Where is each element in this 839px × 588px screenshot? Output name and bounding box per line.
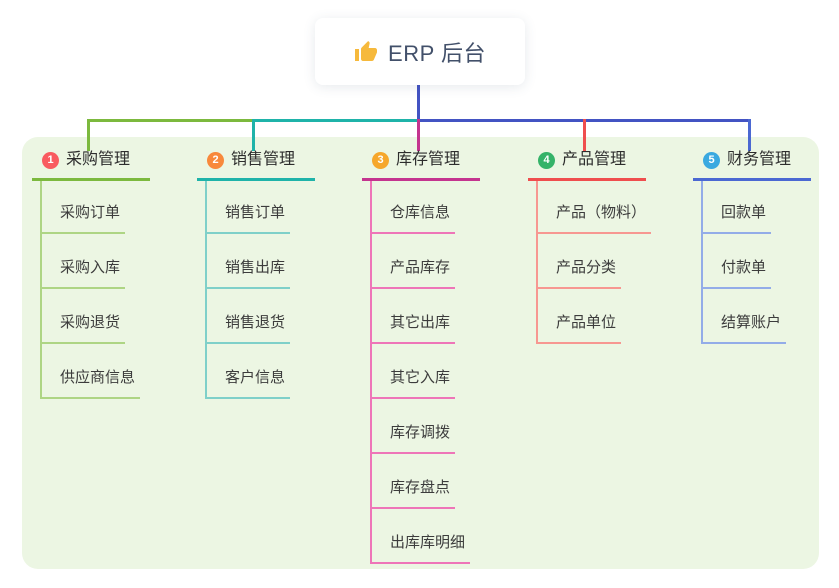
- branch-number-badge: 3: [372, 151, 389, 169]
- child-node-付款单[interactable]: 付款单: [703, 257, 772, 289]
- child-node-销售订单[interactable]: 销售订单: [207, 202, 291, 234]
- child-node-其它出库[interactable]: 其它出库: [372, 312, 456, 344]
- branch-children: 采购订单采购入库采购退货供应商信息: [40, 181, 182, 399]
- child-node-客户信息[interactable]: 客户信息: [207, 367, 291, 399]
- branch-number-badge: 4: [538, 151, 555, 169]
- branch-drop-line: [416, 119, 420, 151]
- child-node-库存盘点[interactable]: 库存盘点: [372, 477, 456, 509]
- child-node-产品库存[interactable]: 产品库存: [372, 257, 456, 289]
- child-node-出库库明细[interactable]: 出库库明细: [372, 532, 471, 564]
- child-node-产品单位[interactable]: 产品单位: [538, 312, 622, 344]
- branch-drop-line: [251, 119, 255, 151]
- branch-number-badge: 2: [207, 151, 224, 169]
- branch-label: 产品管理: [562, 151, 627, 168]
- branch-column: 4 产品管理产品（物料） 产品分类产品单位: [528, 150, 678, 344]
- branch-column: 5 财务管理回款单付款单结算账户: [693, 150, 839, 344]
- child-node-采购入库[interactable]: 采购入库: [42, 257, 126, 289]
- branch-drop-line: [86, 119, 90, 151]
- branch-node-财务管理[interactable]: 5 财务管理: [693, 150, 811, 181]
- child-node-供应商信息[interactable]: 供应商信息: [42, 367, 141, 399]
- child-node-产品分类[interactable]: 产品分类: [538, 257, 622, 289]
- branch-children: 产品（物料） 产品分类产品单位: [536, 181, 678, 344]
- branch-node-销售管理[interactable]: 2 销售管理: [197, 150, 315, 181]
- branch-children: 回款单付款单结算账户: [701, 181, 839, 344]
- child-node-采购订单[interactable]: 采购订单: [42, 202, 126, 234]
- child-node-回款单[interactable]: 回款单: [703, 202, 772, 234]
- branch-label: 销售管理: [231, 151, 296, 168]
- child-node-采购退货[interactable]: 采购退货: [42, 312, 126, 344]
- branch-label: 库存管理: [396, 151, 461, 168]
- branch-column: 2 销售管理销售订单销售出库销售退货客户信息: [197, 150, 347, 399]
- branch-node-库存管理[interactable]: 3 库存管理: [362, 150, 480, 181]
- branch-children: 销售订单销售出库销售退货客户信息: [205, 181, 347, 399]
- root-node-title: ERP 后台: [388, 40, 486, 66]
- branches-background-panel: [22, 137, 819, 569]
- branch-node-采购管理[interactable]: 1 采购管理: [32, 150, 150, 181]
- bus-segment-teal: [253, 119, 418, 122]
- branch-number-badge: 1: [42, 151, 59, 169]
- branch-column: 3 库存管理仓库信息产品库存其它出库其它入库库存调拨库存盘点出库库明细: [362, 150, 512, 564]
- child-node-结算账户[interactable]: 结算账户: [703, 312, 787, 344]
- child-node-其它入库[interactable]: 其它入库: [372, 367, 456, 399]
- thumbs-up-icon: [354, 40, 378, 64]
- root-connector-line: [416, 85, 420, 122]
- root-node[interactable]: ERP 后台: [315, 18, 525, 85]
- branch-children: 仓库信息产品库存其它出库其它入库库存调拨库存盘点出库库明细: [370, 181, 512, 564]
- branch-number-badge: 5: [703, 151, 720, 169]
- branch-drop-line: [582, 119, 586, 151]
- child-node-库存调拨[interactable]: 库存调拨: [372, 422, 456, 454]
- child-node-销售出库[interactable]: 销售出库: [207, 257, 291, 289]
- branch-drop-line: [747, 119, 751, 151]
- branch-label: 财务管理: [727, 151, 792, 168]
- branch-label: 采购管理: [66, 151, 131, 168]
- child-node-产品（物料）[interactable]: 产品（物料）: [538, 202, 652, 234]
- child-node-仓库信息[interactable]: 仓库信息: [372, 202, 456, 234]
- branch-node-产品管理[interactable]: 4 产品管理: [528, 150, 646, 181]
- branch-column: 1 采购管理采购订单采购入库采购退货供应商信息: [32, 150, 182, 399]
- child-node-销售退货[interactable]: 销售退货: [207, 312, 291, 344]
- bus-segment-green: [88, 119, 255, 122]
